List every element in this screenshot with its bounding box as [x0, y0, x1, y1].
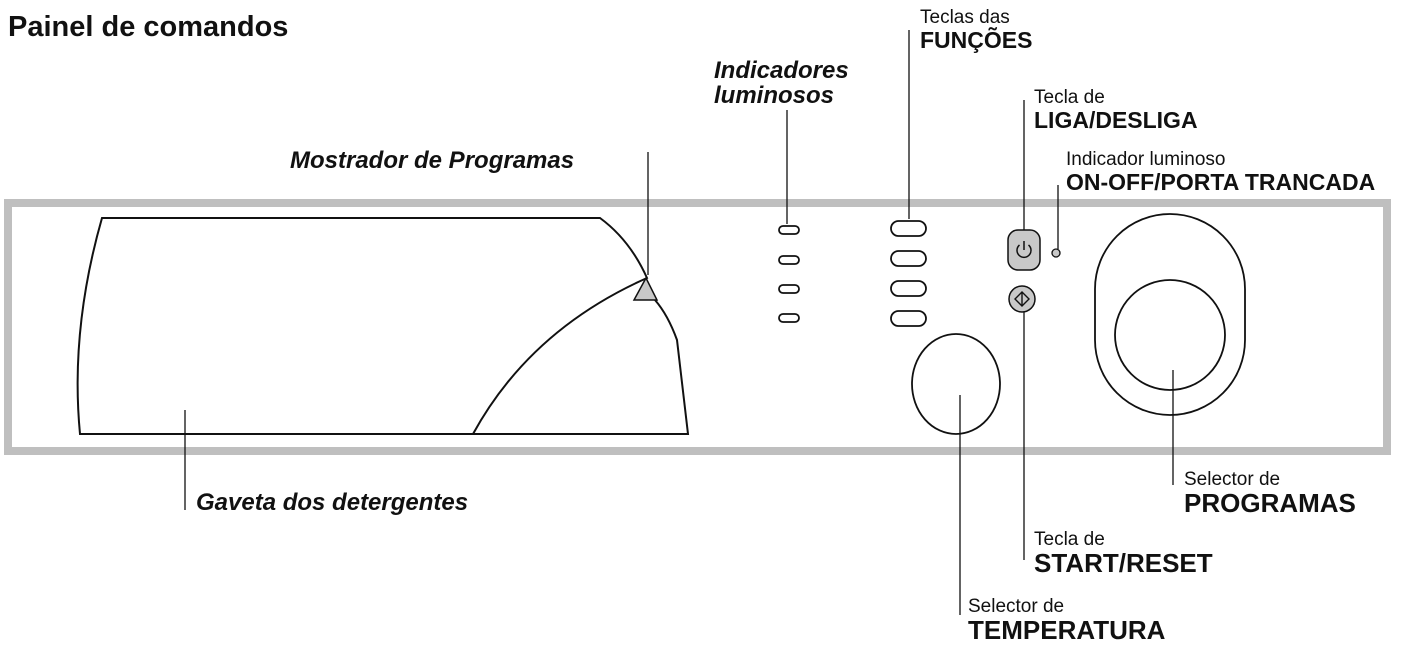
- programs-selector-label: Selector de PROGRAMAS: [1184, 470, 1356, 517]
- programs-selector-label-small: Selector de: [1184, 469, 1281, 490]
- function-key[interactable]: [890, 220, 927, 237]
- temperature-selector-label-big: TEMPERATURA: [968, 614, 1166, 645]
- programs-selector-label-big: PROGRAMAS: [1184, 487, 1356, 518]
- program-display-label: Mostrador de Programas: [290, 147, 575, 174]
- indicator-light: [778, 225, 800, 235]
- indicator-light: [778, 284, 800, 294]
- start-reset-label-big: START/RESET: [1034, 547, 1213, 578]
- indicator-lights-label: Indicadores luminosos: [714, 57, 849, 110]
- start-reset-label-small: Tecla de: [1034, 529, 1105, 550]
- panel-frame: [4, 199, 1391, 455]
- program-display: [632, 276, 659, 301]
- power-icon: [1016, 241, 1032, 259]
- function-key[interactable]: [890, 250, 927, 267]
- indicator-lights: [778, 225, 800, 323]
- power-key-label-big: LIGA/DESLIGA: [1034, 106, 1198, 133]
- function-keys-label-big: FUNÇÕES: [920, 26, 1033, 53]
- temperature-selector-label-small: Selector de: [968, 596, 1065, 617]
- start-reset-label: Tecla de START/RESET: [1034, 530, 1213, 577]
- on-off-indicator-label-big: ON-OFF/PORTA TRANCADA: [1066, 168, 1376, 195]
- page-title: Painel de comandos: [8, 11, 289, 43]
- function-key[interactable]: [890, 280, 927, 297]
- indicator-lights-label-line1: Indicadores: [714, 57, 849, 84]
- detergent-drawer-label: Gaveta dos detergentes: [196, 489, 469, 516]
- on-off-door-locked-indicator: [1051, 248, 1061, 258]
- function-keys-label: Teclas das FUNÇÕES: [920, 7, 1033, 53]
- indicator-light: [778, 255, 800, 265]
- power-key-label-small: Tecla de: [1034, 87, 1105, 108]
- indicator-light: [778, 313, 800, 323]
- indicator-lights-label-line2: luminosos: [714, 82, 835, 110]
- function-key[interactable]: [890, 310, 927, 327]
- power-button[interactable]: [1007, 229, 1041, 271]
- programs-selector-knob[interactable]: [1094, 213, 1246, 416]
- start-reset-button[interactable]: [1008, 285, 1036, 313]
- function-keys: [890, 220, 927, 327]
- on-off-indicator-label-small: Indicador luminoso: [1066, 149, 1226, 170]
- detergent-drawer: [76, 217, 690, 435]
- temperature-selector-label: Selector de TEMPERATURA: [968, 597, 1165, 644]
- temperature-selector-knob[interactable]: [911, 333, 1001, 435]
- power-key-label: Tecla de LIGA/DESLIGA: [1034, 87, 1198, 133]
- start-reset-icon: [1014, 291, 1030, 307]
- on-off-indicator-label: Indicador luminoso ON-OFF/PORTA TRANCADA: [1066, 149, 1376, 195]
- leader-lines: [184, 30, 1174, 615]
- function-keys-label-small: Teclas das: [920, 7, 1010, 28]
